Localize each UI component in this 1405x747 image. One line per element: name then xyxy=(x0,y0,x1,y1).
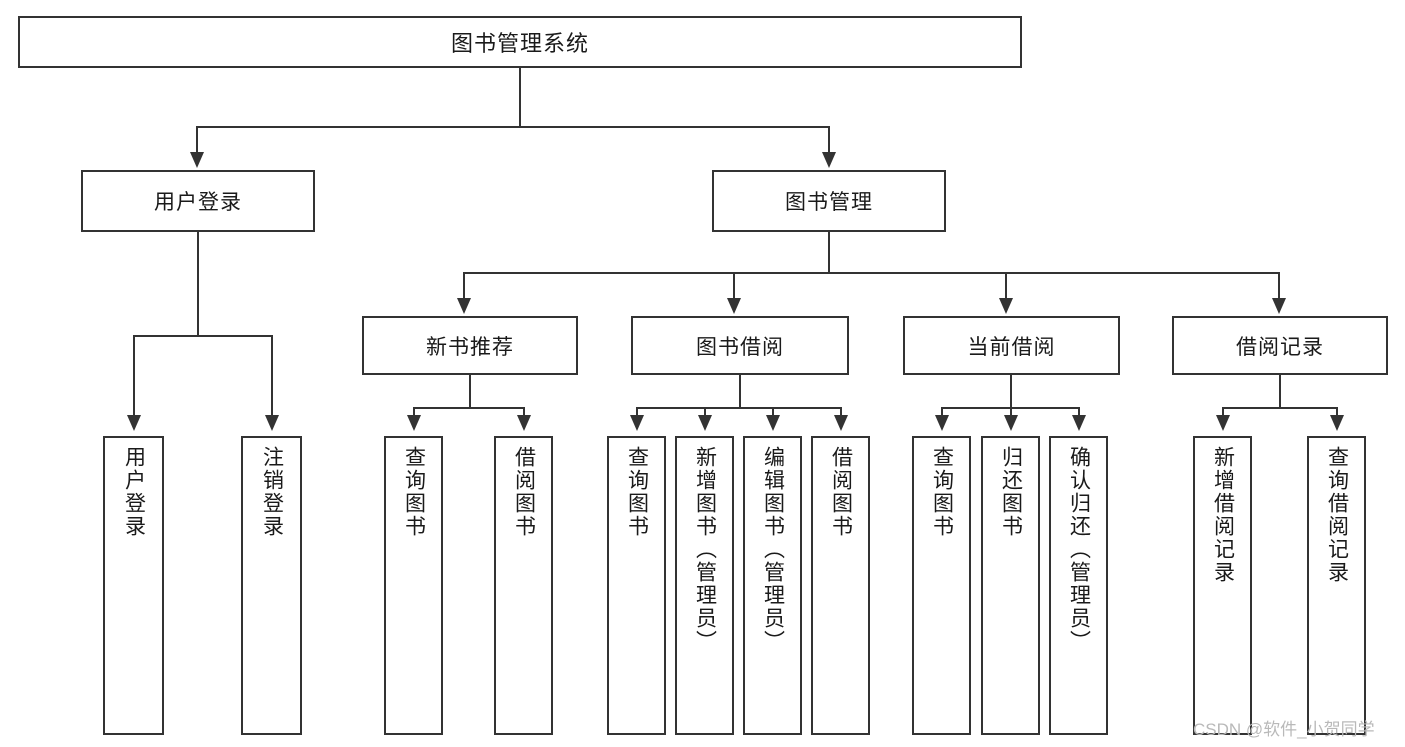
connector-book-borrow-child-3 xyxy=(840,407,842,417)
leaf-query-book-1[interactable]: 查询图书 xyxy=(384,436,443,735)
connector-new-book-bar xyxy=(413,407,525,409)
connector-root-stem xyxy=(519,68,521,126)
leaf-query-record[interactable]: 查询借阅记录 xyxy=(1307,436,1366,735)
arrow-to-borrow-record xyxy=(1272,298,1286,314)
leaf-borrow-book-1[interactable]: 借阅图书 xyxy=(494,436,553,735)
connector-book-borrow-child-0 xyxy=(636,407,638,417)
connector-level1-bar xyxy=(196,126,830,128)
leaf-query-record-label: 查询借阅记录 xyxy=(1325,446,1349,584)
arrow-new-book-child-0 xyxy=(407,415,421,431)
connector-level3-bar xyxy=(463,272,1280,274)
connector-user-login-child-1 xyxy=(271,335,273,417)
leaf-borrow-book-1-label: 借阅图书 xyxy=(512,446,536,538)
node-root-label: 图书管理系统 xyxy=(450,31,589,56)
node-root-system[interactable]: 图书管理系统 xyxy=(18,16,1022,68)
leaf-confirm-return-label: 确认归还（管理员） xyxy=(1067,446,1091,653)
leaf-query-book-2[interactable]: 查询图书 xyxy=(607,436,666,735)
leaf-borrow-book-2-label: 借阅图书 xyxy=(829,446,853,538)
leaf-logout-label: 注销登录 xyxy=(260,446,284,538)
node-book-borrow-label: 图书借阅 xyxy=(696,335,784,359)
connector-book-manage-stem xyxy=(828,232,830,272)
connector-borrow-record-bar xyxy=(1222,407,1338,409)
arrow-to-book-borrow xyxy=(727,298,741,314)
connector-borrow-record-stem xyxy=(1279,375,1281,407)
arrow-current-borrow-child-0 xyxy=(935,415,949,431)
connector-user-login-stem xyxy=(197,232,199,335)
connector-book-borrow-child-1 xyxy=(704,407,706,417)
arrow-book-borrow-child-1 xyxy=(698,415,712,431)
leaf-borrow-book-2[interactable]: 借阅图书 xyxy=(811,436,870,735)
leaf-user-login[interactable]: 用户登录 xyxy=(103,436,164,735)
arrow-to-book-manage xyxy=(822,152,836,168)
arrow-book-borrow-child-0 xyxy=(630,415,644,431)
node-new-book-recommend[interactable]: 新书推荐 xyxy=(362,316,578,375)
connector-new-book-child-0 xyxy=(413,407,415,417)
node-borrow-record[interactable]: 借阅记录 xyxy=(1172,316,1388,375)
connector-current-borrow-stem xyxy=(1010,375,1012,407)
node-user-login-label: 用户登录 xyxy=(154,191,242,214)
node-book-manage-label: 图书管理 xyxy=(785,191,873,214)
leaf-query-book-2-label: 查询图书 xyxy=(625,446,649,538)
arrow-to-user-login xyxy=(190,152,204,168)
connector-current-borrow-child-2 xyxy=(1078,407,1080,417)
arrow-borrow-record-child-0 xyxy=(1216,415,1230,431)
connector-to-new-book xyxy=(463,272,465,300)
node-book-borrow[interactable]: 图书借阅 xyxy=(631,316,849,375)
arrow-to-current-borrow xyxy=(999,298,1013,314)
connector-user-login-bar xyxy=(133,335,273,337)
node-current-borrow[interactable]: 当前借阅 xyxy=(903,316,1120,375)
leaf-query-book-3[interactable]: 查询图书 xyxy=(912,436,971,735)
node-user-login[interactable]: 用户登录 xyxy=(81,170,315,232)
connector-borrow-record-child-0 xyxy=(1222,407,1224,417)
connector-user-login-child-0 xyxy=(133,335,135,417)
arrow-user-login-child-1 xyxy=(265,415,279,431)
leaf-add-book[interactable]: 新增图书（管理员） xyxy=(675,436,734,735)
node-new-book-recommend-label: 新书推荐 xyxy=(426,335,514,359)
leaf-add-record-label: 新增借阅记录 xyxy=(1211,446,1235,584)
connector-book-borrow-stem xyxy=(739,375,741,407)
leaf-query-book-1-label: 查询图书 xyxy=(402,446,426,538)
connector-new-book-child-1 xyxy=(523,407,525,417)
connector-book-borrow-bar xyxy=(636,407,842,409)
leaf-query-book-3-label: 查询图书 xyxy=(930,446,954,538)
arrow-to-new-book xyxy=(457,298,471,314)
node-current-borrow-label: 当前借阅 xyxy=(967,335,1056,359)
leaf-logout[interactable]: 注销登录 xyxy=(241,436,302,735)
connector-to-user-login xyxy=(196,126,198,154)
node-book-manage[interactable]: 图书管理 xyxy=(712,170,946,232)
arrow-current-borrow-child-1 xyxy=(1004,415,1018,431)
connector-to-book-borrow xyxy=(733,272,735,300)
leaf-confirm-return[interactable]: 确认归还（管理员） xyxy=(1049,436,1108,735)
arrow-book-borrow-child-2 xyxy=(766,415,780,431)
leaf-return-book[interactable]: 归还图书 xyxy=(981,436,1040,735)
leaf-add-book-label: 新增图书（管理员） xyxy=(693,446,717,653)
arrow-book-borrow-child-3 xyxy=(834,415,848,431)
node-borrow-record-label: 借阅记录 xyxy=(1236,335,1324,359)
connector-current-borrow-child-1 xyxy=(1010,407,1012,417)
leaf-add-record[interactable]: 新增借阅记录 xyxy=(1193,436,1252,735)
connector-to-current-borrow xyxy=(1005,272,1007,300)
arrow-user-login-child-0 xyxy=(127,415,141,431)
arrow-current-borrow-child-2 xyxy=(1072,415,1086,431)
connector-to-borrow-record xyxy=(1278,272,1280,300)
connector-borrow-record-child-1 xyxy=(1336,407,1338,417)
connector-book-borrow-child-2 xyxy=(772,407,774,417)
connector-to-book-manage xyxy=(828,126,830,154)
arrow-borrow-record-child-1 xyxy=(1330,415,1344,431)
leaf-return-book-label: 归还图书 xyxy=(999,446,1023,538)
leaf-edit-book[interactable]: 编辑图书（管理员） xyxy=(743,436,802,735)
arrow-new-book-child-1 xyxy=(517,415,531,431)
connector-current-borrow-child-0 xyxy=(941,407,943,417)
leaf-user-login-label: 用户登录 xyxy=(122,446,146,538)
connector-new-book-stem xyxy=(469,375,471,407)
leaf-edit-book-label: 编辑图书（管理员） xyxy=(761,446,785,653)
